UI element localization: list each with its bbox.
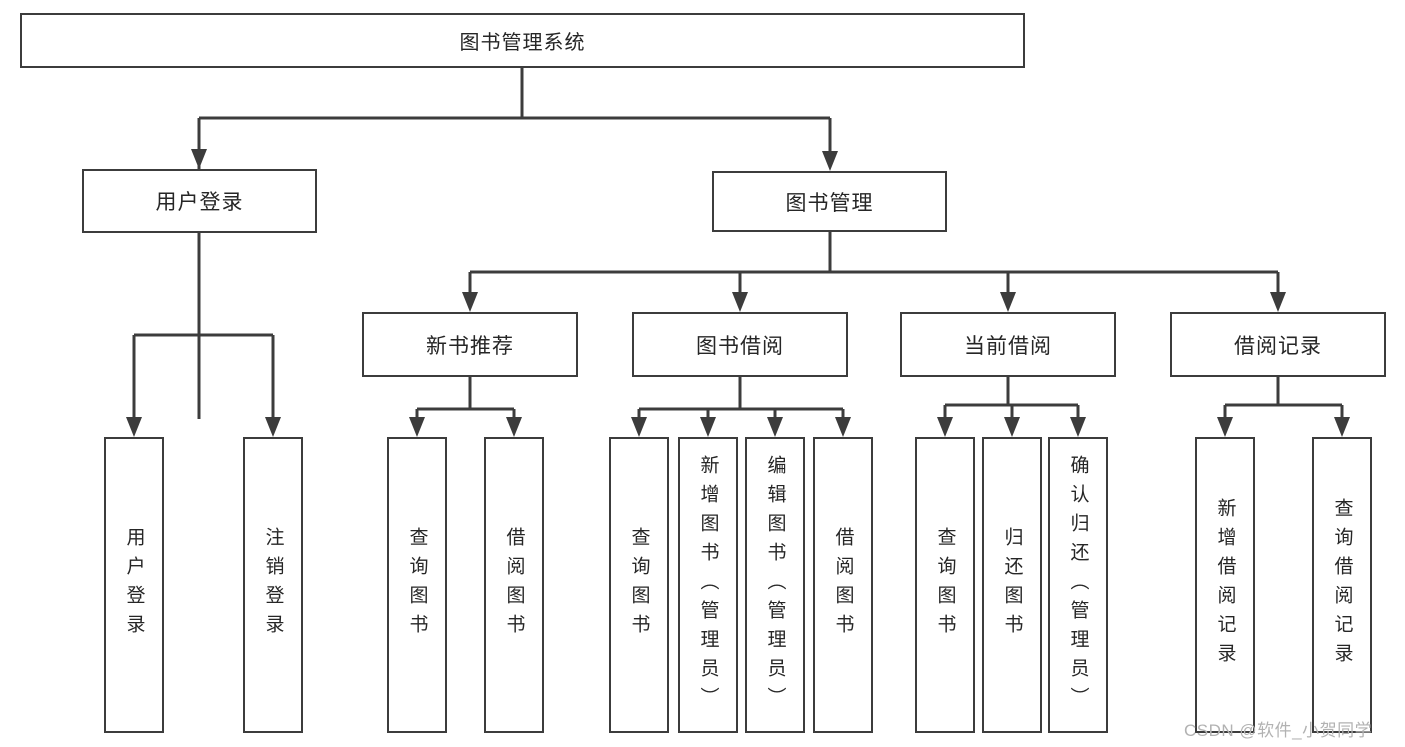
leaf-user-login: 用户登录 <box>104 437 164 733</box>
node-book-management: 图书管理 <box>712 171 947 232</box>
leaf-borrow-books: 借阅图书 <box>813 437 873 733</box>
node-label: 借阅记录 <box>1234 334 1322 358</box>
leaf-query-books-recommend: 查询图书 <box>387 437 447 733</box>
leaf-edit-books-admin: 编辑图书（管理员） <box>745 437 805 733</box>
node-label: 查询图书 <box>628 527 650 643</box>
node-label: 查询图书 <box>934 527 956 643</box>
node-label: 新书推荐 <box>426 334 514 358</box>
node-label: 借阅图书 <box>832 527 854 643</box>
node-label: 用户登录 <box>123 527 145 643</box>
node-label: 归还图书 <box>1001 527 1023 643</box>
node-label: 图书管理 <box>785 191 874 215</box>
leaf-logout: 注销登录 <box>243 437 303 733</box>
node-user-login: 用户登录 <box>82 169 317 233</box>
csdn-watermark: CSDN @软件_小贺同学 <box>1184 721 1373 740</box>
leaf-confirm-return-admin: 确认归还（管理员） <box>1048 437 1108 733</box>
leaf-add-books-admin: 新增图书（管理员） <box>678 437 738 733</box>
leaf-query-borrow-record: 查询借阅记录 <box>1312 437 1372 733</box>
node-label: 新增图书（管理员） <box>697 454 719 716</box>
node-label: 当前借阅 <box>964 334 1052 358</box>
leaf-query-books-borrow: 查询图书 <box>609 437 669 733</box>
leaf-return-books: 归还图书 <box>982 437 1042 733</box>
node-library-management-system: 图书管理系统 <box>20 13 1025 68</box>
node-label: 借阅图书 <box>503 527 525 643</box>
node-label: 查询图书 <box>406 527 428 643</box>
node-label: 注销登录 <box>262 527 284 643</box>
node-label: 新增借阅记录 <box>1214 498 1236 672</box>
node-label: 查询借阅记录 <box>1331 498 1353 672</box>
node-label: 编辑图书（管理员） <box>764 454 786 716</box>
leaf-query-books-current: 查询图书 <box>915 437 975 733</box>
leaf-add-borrow-record: 新增借阅记录 <box>1195 437 1255 733</box>
node-label: 确认归还（管理员） <box>1067 454 1089 716</box>
node-label: 图书管理系统 <box>459 32 586 54</box>
node-current-borrow: 当前借阅 <box>900 312 1116 377</box>
node-new-book-recommend: 新书推荐 <box>362 312 578 377</box>
node-book-borrow: 图书借阅 <box>632 312 848 377</box>
node-label: 图书借阅 <box>696 334 784 358</box>
node-label: 用户登录 <box>155 191 244 214</box>
leaf-borrow-books-recommend: 借阅图书 <box>484 437 544 733</box>
node-borrow-records: 借阅记录 <box>1170 312 1386 377</box>
